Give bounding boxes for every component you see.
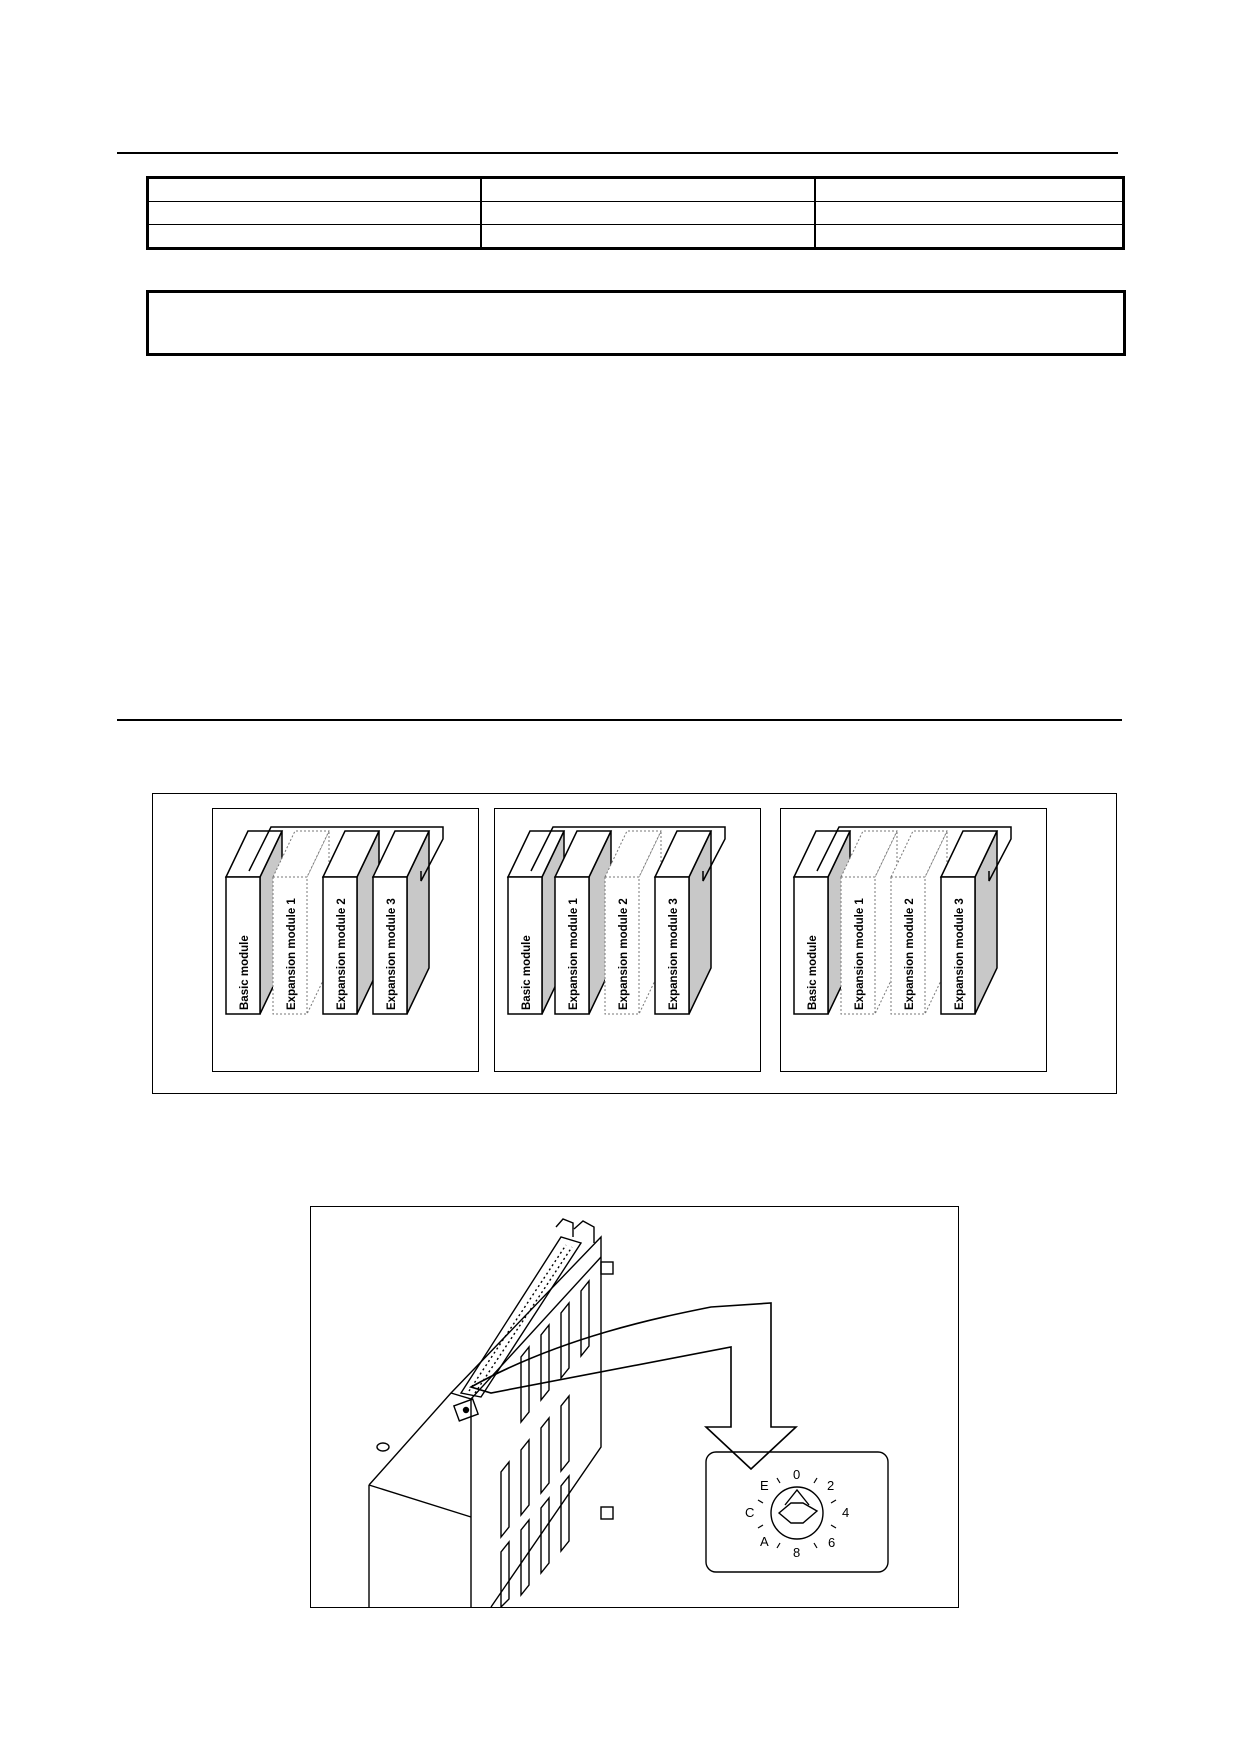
- module-label: Expansion module 1: [568, 898, 580, 1010]
- module-label: Expansion module 1: [286, 898, 298, 1010]
- dial-label: E: [760, 1478, 769, 1493]
- module-illustration: 0 2 4 6 8 A C E: [368, 1218, 889, 1609]
- module-label: Basic module: [807, 935, 819, 1010]
- module-configuration-figure: Basic module Expansion module 1 Expansion …: [152, 793, 1117, 1094]
- module-block: Expansion module 1: [553, 830, 613, 1015]
- table-cell: [814, 224, 1125, 249]
- table-cell: [480, 224, 816, 249]
- table-cell: [146, 177, 483, 202]
- dial-box: [705, 1451, 889, 1573]
- dial-labels: 0 2 4 6 8 A C E: [745, 1467, 849, 1560]
- dial-label: 8: [793, 1545, 800, 1560]
- dial-pointer: [777, 1502, 819, 1524]
- module-slot-empty: Expansion module 1: [272, 830, 330, 1015]
- module-label: Expansion module 2: [904, 898, 916, 1010]
- module-slot-empty: Expansion module 2: [604, 830, 662, 1015]
- top-rule: [117, 152, 1118, 154]
- table-cell: [814, 177, 1125, 202]
- module-block: Expansion module 3: [653, 830, 713, 1015]
- module-label: Expansion module 3: [386, 898, 398, 1010]
- configuration-panel-1: Basic module Expansion module 1 Expansion …: [212, 808, 479, 1072]
- configuration-panel-3: Basic module Expansion module 1 Expansion …: [780, 808, 1047, 1072]
- table-cell: [480, 177, 816, 202]
- switch-cover: [452, 1398, 480, 1422]
- vent-slots: [500, 1279, 590, 1609]
- table-row: [146, 201, 1125, 225]
- table-cell: [146, 201, 483, 225]
- dial-label: A: [760, 1534, 769, 1549]
- dial-label: 6: [828, 1535, 835, 1550]
- spec-table: [146, 176, 1125, 250]
- module-label: Expansion module 1: [854, 898, 866, 1010]
- module-stack-drawing: Basic module Expansion module 1 Expansion …: [224, 826, 444, 1015]
- table-cell: [480, 201, 816, 225]
- dial-label: 2: [827, 1478, 834, 1493]
- module-block: Expansion module 3: [939, 830, 999, 1015]
- bus-connector: [816, 826, 1012, 882]
- module-front-corner: [450, 1392, 472, 1607]
- section-rule: [117, 719, 1122, 721]
- module-label: Basic module: [521, 935, 533, 1010]
- module-label: Expansion module 3: [954, 898, 966, 1010]
- module-label: Expansion module 2: [618, 898, 630, 1010]
- table-cell: [814, 201, 1125, 225]
- module-slot-empty: Expansion module 1: [840, 830, 898, 1015]
- module-slot-empty: Expansion module 2: [890, 830, 948, 1015]
- module-block: Expansion module 2: [321, 830, 381, 1015]
- dial-label: 4: [842, 1505, 849, 1520]
- callout-arrow: [468, 1302, 799, 1471]
- module-label: Expansion module 2: [336, 898, 348, 1010]
- module-label: Basic module: [239, 935, 251, 1010]
- screw-icon: [462, 1406, 470, 1414]
- dial-label: 0: [793, 1467, 800, 1482]
- table-row: [146, 177, 1125, 202]
- rotary-dial: [770, 1486, 824, 1540]
- address-switch-figure: 0 2 4 6 8 A C E: [310, 1206, 959, 1609]
- dial-ticks: [757, 1477, 837, 1549]
- table-cell: [146, 224, 483, 249]
- dial-label: C: [745, 1505, 754, 1520]
- module-label: Expansion module 3: [668, 898, 680, 1010]
- module-stack-drawing: Basic module Expansion module 1 Expansion …: [792, 826, 1012, 1015]
- module-top-outline: [368, 1235, 602, 1608]
- module-block: Expansion module 3: [371, 830, 431, 1015]
- bus-connector: [530, 826, 726, 882]
- note-box: [146, 290, 1126, 356]
- module-stack-drawing: Basic module Expansion module 1 Expansion …: [506, 826, 726, 1015]
- configuration-panel-2: Basic module Expansion module 1 Expansion …: [494, 808, 761, 1072]
- table-row: [146, 224, 1125, 249]
- bus-connector: [248, 826, 444, 882]
- connector-strip: [459, 1236, 583, 1398]
